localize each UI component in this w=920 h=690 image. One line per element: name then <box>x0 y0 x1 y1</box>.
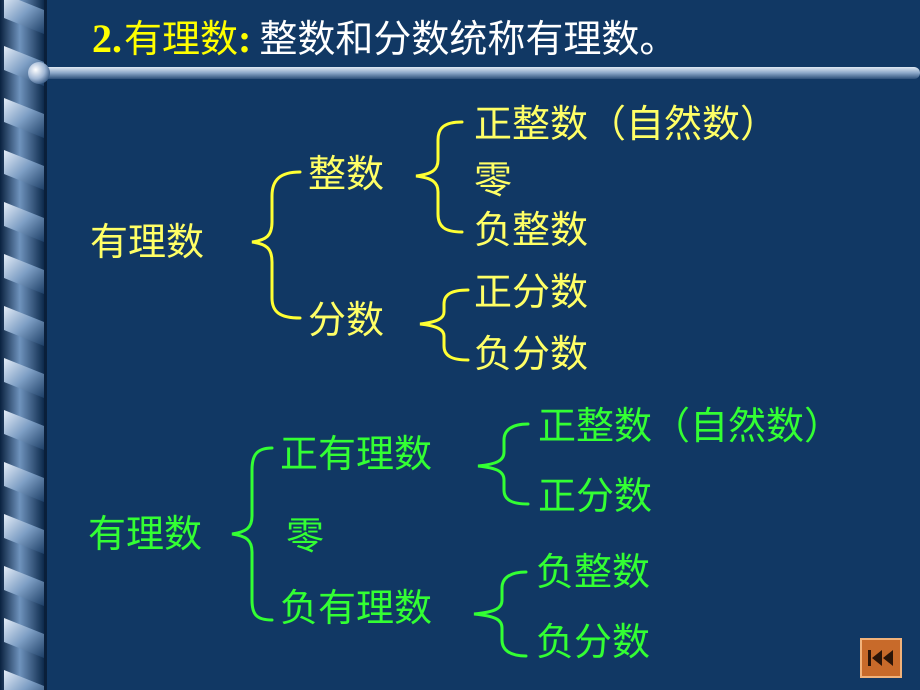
rewind-to-start-icon <box>868 650 893 666</box>
positive-rational-label: 正有理数 <box>280 432 433 476</box>
sign-negative-fraction-label: 负分数 <box>536 620 651 664</box>
title-term: 有理数 <box>124 17 239 61</box>
sign-root-label: 有理数 <box>88 512 203 556</box>
brace-negative-rational <box>473 570 528 658</box>
title-underline-bar <box>28 62 920 84</box>
integer-label: 整数 <box>308 152 385 196</box>
title-colon: : <box>238 16 252 61</box>
title-description: 整数和分数统称有理数。 <box>259 17 678 61</box>
sign-positive-integer-label: 正整数（自然数） <box>538 404 843 448</box>
brace-root-type <box>251 170 302 320</box>
type-root-label: 有理数 <box>90 220 205 264</box>
positive-integer-label: 正整数（自然数） <box>474 102 779 146</box>
zero-label: 零 <box>474 158 513 202</box>
brace-root-sign <box>231 446 274 622</box>
slide-title: 2. 有理数 : 整数和分数统称有理数。 <box>92 8 677 64</box>
negative-integer-label: 负整数 <box>474 208 589 252</box>
brace-positive-rational <box>477 422 530 506</box>
negative-rational-label: 负有理数 <box>280 586 433 630</box>
negative-fraction-label: 负分数 <box>474 332 589 376</box>
positive-fraction-label: 正分数 <box>474 270 589 314</box>
fraction-label: 分数 <box>308 298 385 342</box>
rewind-to-start-button[interactable] <box>860 638 902 678</box>
sign-negative-integer-label: 负整数 <box>536 550 651 594</box>
sign-positive-fraction-label: 正分数 <box>538 474 653 518</box>
brace-integer <box>415 120 464 234</box>
brace-fraction <box>419 288 470 362</box>
title-number: 2. <box>92 16 122 61</box>
sign-zero-label: 零 <box>286 514 325 558</box>
